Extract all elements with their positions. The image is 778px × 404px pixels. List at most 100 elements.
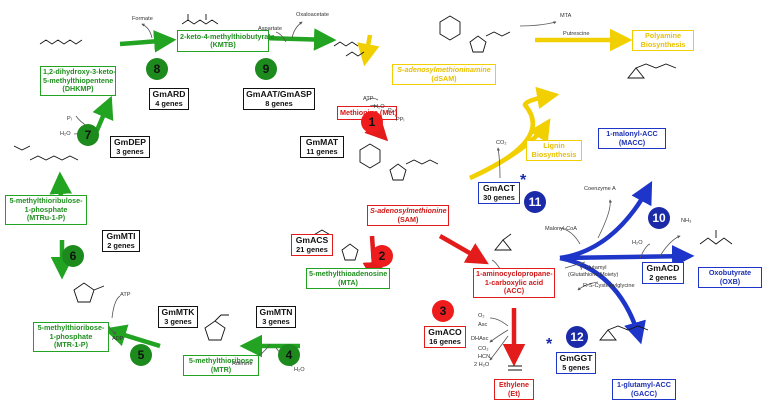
enzyme-gmmtk: GmMTK 3 genes bbox=[158, 306, 198, 328]
gmard-name: GmARD bbox=[152, 89, 186, 99]
step-4-circle: 4 bbox=[278, 344, 300, 366]
cofactor-atp-1: ATP bbox=[363, 96, 374, 102]
gmmat-name: GmMAT bbox=[305, 137, 339, 147]
cofactor-mta: MTA bbox=[560, 13, 572, 19]
gmmtn-name: GmMTN bbox=[259, 307, 293, 317]
polyamine-label-line1: Polyamine bbox=[645, 31, 681, 41]
cofactor-adp: ADP bbox=[112, 336, 124, 342]
macc-label-line2: (MACC) bbox=[618, 137, 646, 147]
dhkmp-label-line3: (DHKMP) bbox=[62, 84, 94, 94]
macc-box: 1-malonyl-ACC (MACC) bbox=[598, 128, 666, 149]
step-9-label: 9 bbox=[262, 62, 270, 76]
mtr1p-label-line1: 5-methylthioribose- bbox=[37, 323, 105, 333]
oxb-label-line1: Oxobutyrate bbox=[708, 268, 752, 278]
gmmtk-count: 3 genes bbox=[164, 317, 192, 326]
enzyme-gmdep: GmDEP 3 genes bbox=[110, 136, 150, 158]
dsam-label-line1: S-adenosylmethioninamine bbox=[397, 65, 491, 75]
step-10-circle: 10 bbox=[648, 207, 670, 229]
mtr-box: 5-methylthioribose (MTR) bbox=[183, 355, 259, 376]
mtru1p-box: 5-methylthioribulose- 1-phosphate (MTRu-… bbox=[5, 195, 87, 225]
cofactor-ppi: PPᵢ bbox=[396, 117, 405, 123]
gmacd-name: GmACD bbox=[646, 263, 680, 273]
gacc-box: 1-glutamyl-ACC (GACC) bbox=[612, 379, 676, 400]
sam-label-line1: S-adenosylmethionine bbox=[370, 206, 447, 216]
gmmtk-name: GmMTK bbox=[161, 307, 195, 317]
gmacd-count: 2 genes bbox=[649, 273, 677, 282]
gmmti-name: GmMTI bbox=[106, 231, 136, 241]
gmmti-count: 2 genes bbox=[107, 241, 135, 250]
dsam-label-line2: (dSAM) bbox=[431, 73, 457, 83]
mtr1p-label-line3: (MTR-1-P) bbox=[54, 340, 88, 350]
cofactor-asc: Asc bbox=[478, 322, 488, 328]
gmaat-count: 8 genes bbox=[265, 99, 293, 108]
gmggt-name: GmGGT bbox=[559, 353, 593, 363]
mtr-label-line1: 5-methylthioribose bbox=[188, 356, 254, 366]
gmdep-name: GmDEP bbox=[114, 137, 146, 147]
gmaco-count: 16 genes bbox=[429, 337, 461, 346]
sam-label-line2: (SAM) bbox=[397, 214, 419, 224]
mta-label-line2: (MTA) bbox=[338, 277, 358, 287]
structure-sketches bbox=[13, 14, 733, 371]
gmact-count: 30 genes bbox=[483, 193, 515, 202]
acc-label-line2: 1-carboxylic acid bbox=[484, 277, 544, 287]
cofactor-h2o-2: H₂O bbox=[60, 131, 71, 137]
kmtb-label-line1: 2-keto-4-methylthiobutyrate bbox=[180, 31, 275, 41]
step-11-circle: 11 bbox=[524, 191, 546, 213]
kmtb-label-line2: (KMTB) bbox=[210, 40, 236, 49]
polyamine-box: Polyamine Biosynthesis bbox=[632, 30, 694, 51]
mtr1p-box: 5-methylthioribose- 1-phosphate (MTR-1-P… bbox=[33, 322, 109, 352]
cofactor-malonyl-coa: Malonyl-CoA bbox=[545, 226, 578, 232]
oxb-box: Oxobutyrate (OXB) bbox=[698, 267, 762, 288]
lignin-box: Lignin Biosynthesis bbox=[526, 140, 582, 161]
ethylene-label-line1: Ethylene bbox=[499, 380, 529, 390]
dhkmp-label-line2: 5-methylthiopentene bbox=[43, 75, 114, 85]
ethylene-box: Ethylene (Et) bbox=[494, 379, 534, 400]
step-1-circle: 1 bbox=[361, 111, 383, 133]
enzyme-gmmti: GmMTI 2 genes bbox=[102, 230, 140, 252]
gmggt-star: * bbox=[546, 336, 553, 353]
mtru1p-label-line3: (MTRu-1-P) bbox=[26, 213, 66, 223]
cofactor-h2o-3: H₂O bbox=[632, 240, 643, 246]
sam-box: S-adenosylmethionine (SAM) bbox=[367, 205, 449, 226]
step-6-circle: 6 bbox=[62, 245, 84, 267]
cofactor-pi-2: Pᵢ bbox=[67, 116, 72, 122]
step-5-circle: 5 bbox=[130, 344, 152, 366]
lignin-label-line2: Biosynthesis bbox=[531, 149, 577, 159]
cofactor-arrows bbox=[73, 21, 681, 367]
dhkmp-label-line1: 1,2-dihydroxy-3-keto- bbox=[43, 67, 116, 77]
step-3-circle: 3 bbox=[432, 300, 454, 322]
gmaco-name: GmACO bbox=[428, 327, 462, 337]
cofactor-coenzyme-a: Coenzyme A bbox=[584, 186, 616, 192]
enzyme-gmmtn: GmMTN 3 genes bbox=[256, 306, 296, 328]
kmtb-box: 2-keto-4-methylthiobutyrate (KMTB) bbox=[177, 30, 275, 52]
cofactor-co2: CO₂ bbox=[478, 346, 489, 352]
cofactor-h2o-4: H₂O bbox=[294, 367, 305, 373]
cofactor-formate: Formate bbox=[132, 16, 153, 22]
enzyme-gmaat: GmAAT/GmASP 8 genes bbox=[243, 88, 315, 110]
polyamine-label-line2: Biosynthesis bbox=[640, 39, 686, 49]
enzyme-gmaco: GmACO 16 genes bbox=[424, 326, 466, 348]
macc-label-line1: 1-malonyl-ACC bbox=[606, 129, 658, 139]
cofactor-cysteinylglycine: R-S-Cysteinylglycine bbox=[583, 283, 635, 289]
acc-box: 1-aminocyclopropane- 1-carboxylic acid (… bbox=[473, 268, 555, 298]
enzyme-gmact: GmACT 30 genes bbox=[478, 182, 520, 204]
step-7-label: 7 bbox=[84, 128, 92, 142]
enzyme-gmmat: GmMAT 11 genes bbox=[300, 136, 344, 158]
cofactor-atp-2: ATP bbox=[120, 292, 131, 298]
step-10-label: 10 bbox=[652, 211, 666, 225]
gamma-glutamyl-line2: (Glutathione Moiety) bbox=[568, 272, 619, 278]
red-arrows bbox=[358, 110, 526, 367]
step-2-label: 2 bbox=[378, 249, 386, 263]
mtr1p-label-line2: 1-phosphate bbox=[49, 331, 93, 341]
acc-label-line3: (ACC) bbox=[503, 286, 525, 296]
cofactor-h2o-1: H₂O bbox=[374, 104, 385, 110]
step-8-circle: 8 bbox=[146, 58, 168, 80]
dhkmp-box: 1,2-dihydroxy-3-keto- 5-methylthiopenten… bbox=[40, 66, 116, 96]
step-3-label: 3 bbox=[439, 304, 447, 318]
dsam-box: S-adenosylmethioninamine (dSAM) bbox=[392, 64, 496, 85]
step-8-label: 8 bbox=[153, 62, 161, 76]
cofactor-pi-1: Pᵢ bbox=[388, 108, 393, 114]
gmmtn-count: 3 genes bbox=[262, 317, 290, 326]
gmacs-count: 21 genes bbox=[296, 245, 328, 254]
